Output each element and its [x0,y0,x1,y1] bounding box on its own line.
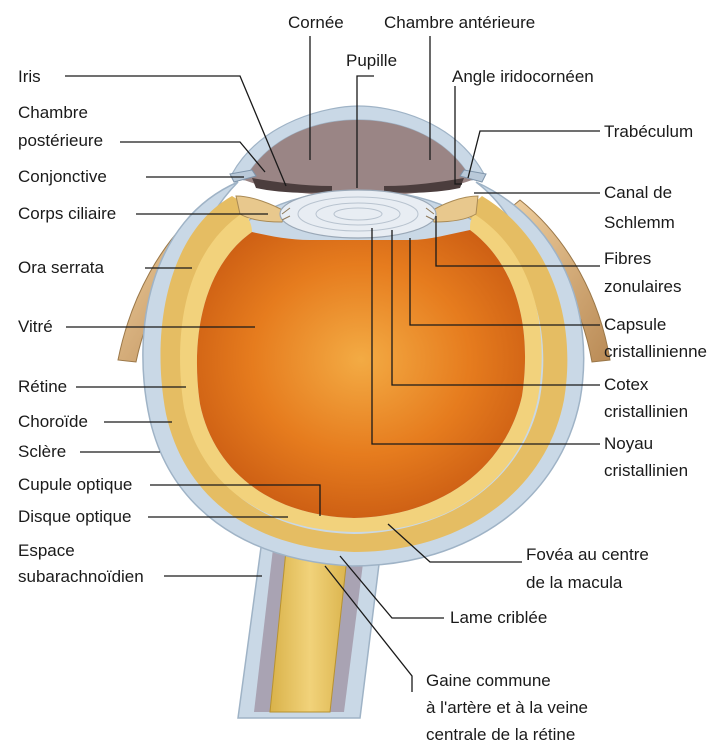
label-chambre-posterieure-2: postérieure [18,131,103,150]
label-capsule-2: cristallinienne [604,342,707,361]
label-conjonctive: Conjonctive [18,167,107,186]
label-cupule-optique: Cupule optique [18,475,132,494]
label-fovea-2: de la macula [526,573,623,592]
label-ora-serrata: Ora serrata [18,258,105,277]
label-choroide: Choroïde [18,412,88,431]
label-iris: Iris [18,67,41,86]
label-gaine-2: à l'artère et à la veine [426,698,588,717]
label-gaine-1: Gaine commune [426,671,551,690]
label-espace-2: subarachnoïdien [18,567,144,586]
label-fibres-zonulaires-1: Fibres [604,249,651,268]
label-cotex-1: Cotex [604,375,649,394]
label-pupille: Pupille [346,51,397,70]
label-lame-criblee: Lame criblée [450,608,547,627]
label-noyau-1: Noyau [604,434,653,453]
label-noyau-2: cristallinien [604,461,688,480]
label-fovea-1: Fovéa au centre [526,545,649,564]
label-chambre-anterieure: Chambre antérieure [384,13,535,32]
label-fibres-zonulaires-2: zonulaires [604,277,682,296]
label-espace-1: Espace [18,541,75,560]
label-cotex-2: cristallinien [604,402,688,421]
label-disque-optique: Disque optique [18,507,131,526]
label-trabeculum: Trabéculum [604,122,693,141]
label-capsule-1: Capsule [604,315,666,334]
label-sclere: Sclère [18,442,66,461]
label-cornee: Cornée [288,13,344,32]
label-retine: Rétine [18,377,67,396]
label-corps-ciliaire: Corps ciliaire [18,204,116,223]
label-vitre: Vitré [18,317,53,336]
label-chambre-posterieure-1: Chambre [18,103,88,122]
label-canal-schlemm-2: Schlemm [604,213,675,232]
label-angle-iridocorneen: Angle iridocornéen [452,67,594,86]
label-gaine-3: centrale de la rétine [426,725,575,744]
label-canal-schlemm-1: Canal de [604,183,672,202]
